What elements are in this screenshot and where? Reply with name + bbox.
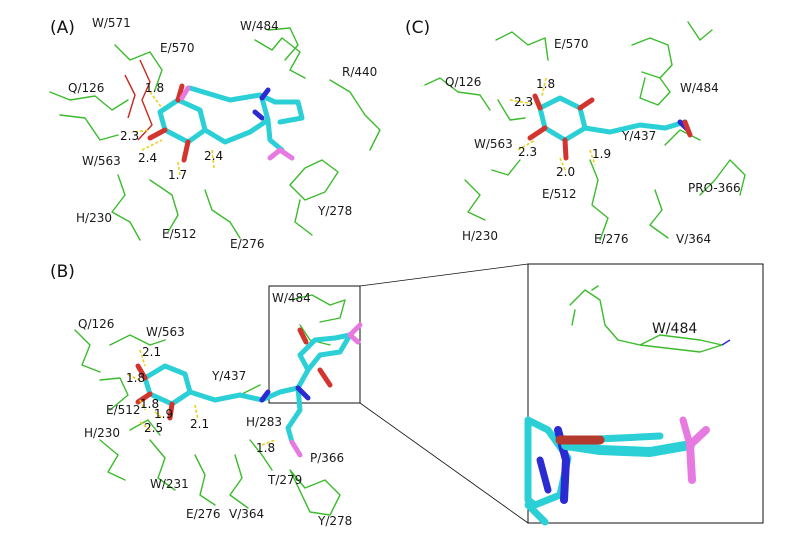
panel-b-res-p366: P/366	[310, 451, 344, 465]
panel-c-res-e276: E/276	[594, 232, 629, 246]
panel-c-res-w484: W/484	[680, 81, 719, 95]
panel-b-res-h283: H/283	[246, 415, 282, 429]
panel-b-dist-1: 2.1	[142, 345, 161, 359]
panel-a-hbonds	[134, 91, 215, 177]
panel-a-res-q126: Q/126	[68, 81, 104, 95]
panel-a-dist-3: 2.4	[138, 151, 157, 165]
panel-b-zoom-box	[268, 285, 361, 404]
panel-c-res-pro366: PRO-366	[688, 181, 741, 195]
panel-a-res-w563: W/563	[82, 154, 121, 168]
panel-c-dist-5: 1.9	[592, 147, 611, 161]
panel-a-res-w484: W/484	[240, 19, 279, 33]
panel-a-label: (A)	[50, 18, 75, 38]
panel-a-res-e276: E/276	[230, 237, 265, 251]
panel-b-hbonds	[127, 349, 276, 446]
panel-a-res-r440: R/440	[342, 65, 377, 79]
panel-c-dist-2: 2.3	[514, 95, 533, 109]
panel-c: (C)	[405, 18, 746, 246]
panel-b-res-h230: H/230	[84, 426, 120, 440]
panel-c-residues	[424, 21, 746, 241]
panel-b-dist-2: 1.8	[126, 371, 145, 385]
panel-b-res-y278: Y/278	[317, 514, 352, 528]
panel-a-res-e570: E/570	[160, 41, 195, 55]
panel-c-res-y437: Y/437	[621, 129, 656, 143]
inset-ligand	[524, 416, 710, 526]
panel-b-ligand	[135, 322, 363, 458]
panel-b-res-w563: W/563	[146, 325, 185, 339]
panel-b-res-q126: Q/126	[78, 317, 114, 331]
panel-a-res-h230: H/230	[76, 211, 112, 225]
panel-b-dist-6: 2.1	[190, 417, 209, 431]
panel-b-res-e276: E/276	[186, 507, 221, 521]
panel-a-ligand	[147, 83, 305, 163]
panel-c-dist-4: 2.0	[556, 165, 575, 179]
panel-b-res-v364: V/364	[229, 507, 264, 521]
panel-b-dist-5: 2.5	[144, 421, 163, 435]
panel-b-dist-4: 1.9	[154, 407, 173, 421]
panel-c-res-w563: W/563	[474, 137, 513, 151]
panel-b-residues	[74, 294, 346, 516]
panel-a-residues	[49, 27, 381, 241]
panel-a-dist-1: 1.8	[145, 81, 164, 95]
panel-a-dist-4: 2.4	[204, 149, 223, 163]
inset-residue	[569, 285, 731, 353]
panel-b: (B)	[50, 262, 529, 528]
inset-panel: W/484	[524, 263, 764, 526]
panel-a-res-e512: E/512	[162, 227, 197, 241]
panel-c-dist-1: 1.8	[536, 77, 555, 91]
panel-c-dist-3: 2.3	[518, 145, 537, 159]
panel-b-dist-7: 1.8	[256, 441, 275, 455]
panel-c-res-q126: Q/126	[445, 75, 481, 89]
panel-b-res-w231: W/231	[150, 477, 189, 491]
panel-c-res-e570: E/570	[554, 37, 589, 51]
panel-b-res-y437: Y/437	[211, 369, 246, 383]
panel-c-ligand	[527, 93, 693, 161]
panel-a-res-w571: W/571	[92, 16, 131, 30]
panel-c-res-h230: H/230	[462, 229, 498, 243]
panel-c-hbonds	[509, 77, 596, 173]
panel-a-dist-2: 2.3	[120, 129, 139, 143]
panel-c-res-v364: V/364	[676, 232, 711, 246]
panel-b-label: (B)	[50, 262, 75, 282]
panel-b-res-t279: T/279	[267, 473, 302, 487]
panel-c-res-e512: E/512	[542, 187, 577, 201]
panel-c-label: (C)	[405, 18, 430, 38]
panel-b-res-e512: E/512	[106, 403, 141, 417]
panel-a: (A)	[49, 16, 381, 251]
panel-a-res-y278: Y/278	[317, 204, 352, 218]
panel-a-dist-5: 1.7	[168, 168, 187, 182]
panel-b-dist-3: 1.8	[140, 397, 159, 411]
panel-b-res-w484: W/484	[272, 291, 311, 305]
inset-res-w484: W/484	[652, 321, 697, 337]
